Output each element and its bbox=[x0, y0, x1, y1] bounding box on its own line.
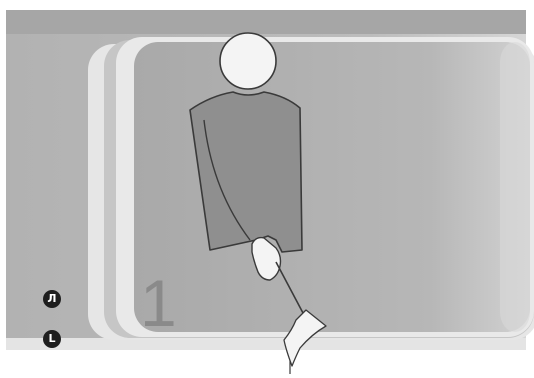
figure-number: 1 bbox=[140, 270, 177, 336]
badge-left-icon: Л bbox=[43, 290, 61, 308]
person-head bbox=[220, 33, 276, 89]
person-body bbox=[190, 92, 302, 252]
top-strip bbox=[6, 10, 526, 34]
frame-inner-edge bbox=[500, 42, 530, 332]
badge-l-icon: L bbox=[43, 330, 61, 348]
frame-inner bbox=[134, 42, 530, 332]
